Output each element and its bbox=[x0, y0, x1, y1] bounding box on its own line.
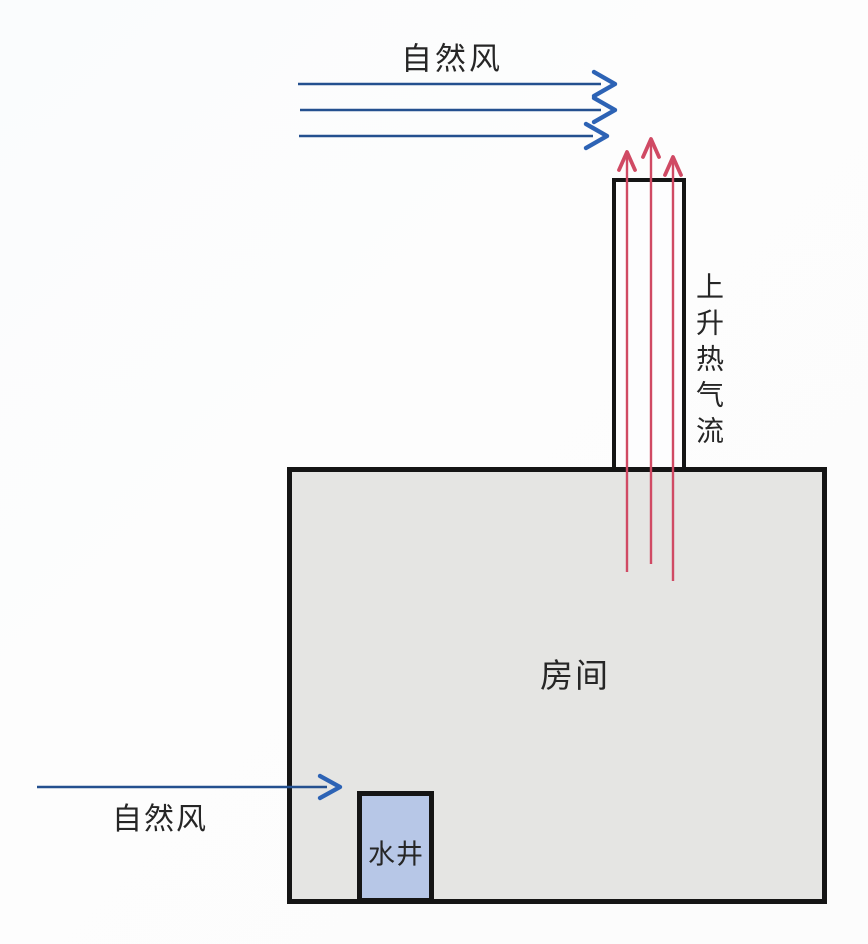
hot-air-arrow-head-icon bbox=[641, 137, 661, 159]
room-label: 房间 bbox=[540, 657, 610, 694]
chimney-rect bbox=[612, 178, 686, 467]
wind-arrow-head-icon bbox=[583, 121, 610, 151]
rising-hot-air-label: 上升热气流 bbox=[693, 272, 724, 452]
top-wind-label: 自然风 bbox=[401, 41, 503, 77]
wind-arrow-head-icon bbox=[591, 69, 618, 99]
top-wind-arrow-2 bbox=[300, 95, 618, 125]
hot-air-arrow-head-icon bbox=[617, 150, 637, 172]
bottom-wind-label: 自然风 bbox=[112, 803, 208, 836]
well-rect bbox=[357, 791, 434, 903]
well-label: 水井 bbox=[368, 839, 424, 870]
wind-arrow-head-icon bbox=[591, 95, 618, 125]
hot-air-arrow-head-icon bbox=[663, 155, 683, 177]
top-wind-arrow-3 bbox=[299, 121, 610, 151]
